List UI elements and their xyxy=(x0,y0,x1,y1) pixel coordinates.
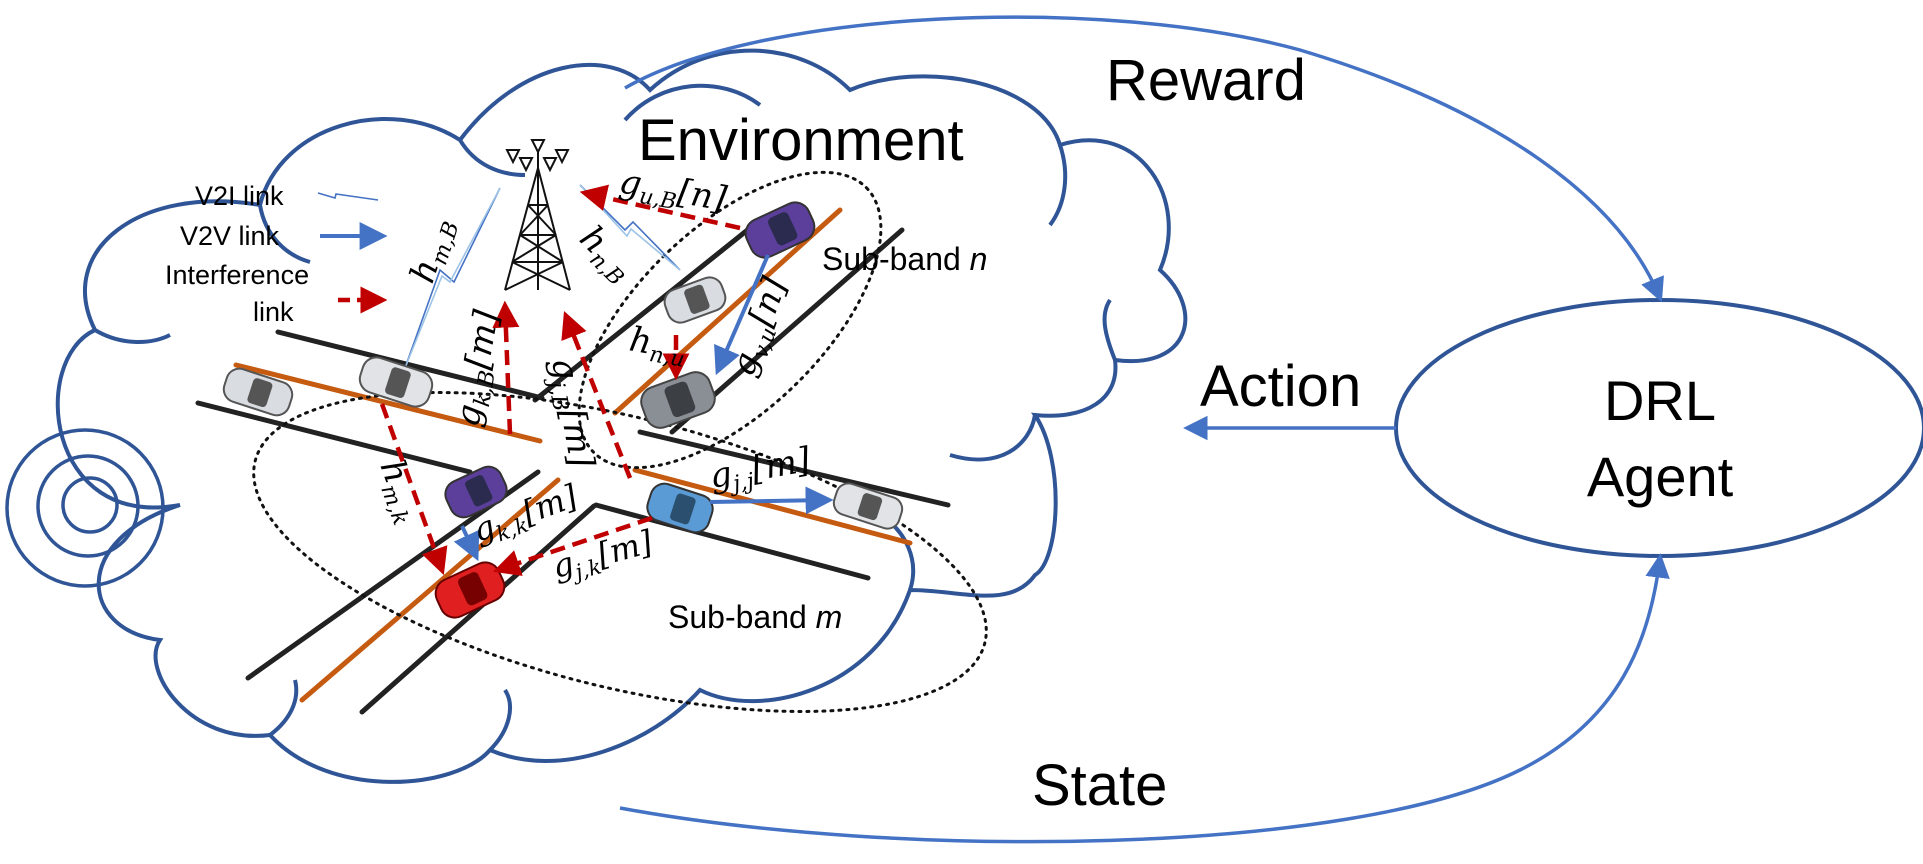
reward-arrow xyxy=(624,15,1664,303)
car-j xyxy=(646,482,714,534)
interference-links xyxy=(379,184,741,576)
car-n xyxy=(640,371,716,429)
label-h-nu: hn,u xyxy=(626,319,690,372)
environment-cloud xyxy=(5,48,1188,784)
loop-arrows xyxy=(619,15,1670,844)
label-g-jB: gj,B[m] xyxy=(539,355,602,472)
base-station-icon xyxy=(504,139,571,291)
legend-interference-label: Interference xyxy=(165,260,309,290)
label-g-kB: gk,B[m] xyxy=(447,307,511,431)
label-g-jj: gj,j[m] xyxy=(707,440,815,501)
car-v xyxy=(663,276,727,324)
legend-v2v-label: V2V link xyxy=(180,221,280,251)
v2v-links xyxy=(453,254,834,562)
label-g-vu: gv,u[n] xyxy=(723,272,799,383)
vehicles xyxy=(222,201,904,619)
legend-interference-label-2: link xyxy=(253,297,294,327)
car-k xyxy=(444,465,508,519)
car-m xyxy=(434,561,506,619)
car-left-1 xyxy=(222,367,294,417)
car-j-receiver xyxy=(832,482,904,530)
legend: V2I link V2V link Interference link xyxy=(165,181,388,327)
state-arrow xyxy=(619,553,1670,844)
state-label: State xyxy=(1032,753,1167,818)
car-left-2 xyxy=(358,356,434,408)
agent-label-line1: DRL xyxy=(1604,369,1716,432)
car-u xyxy=(744,201,816,259)
subband-n-region xyxy=(577,170,883,470)
action-label: Action xyxy=(1200,354,1361,419)
reward-label: Reward xyxy=(1106,48,1306,113)
legend-v2i-label: V2I link xyxy=(195,181,284,211)
environment-title: Environment xyxy=(638,108,964,173)
legend-v2i-symbol xyxy=(317,192,379,201)
subband-m-label: Sub-band m xyxy=(668,599,842,635)
subband-n-label: Sub-band n xyxy=(822,241,987,277)
agent-label-line2: Agent xyxy=(1587,445,1734,508)
